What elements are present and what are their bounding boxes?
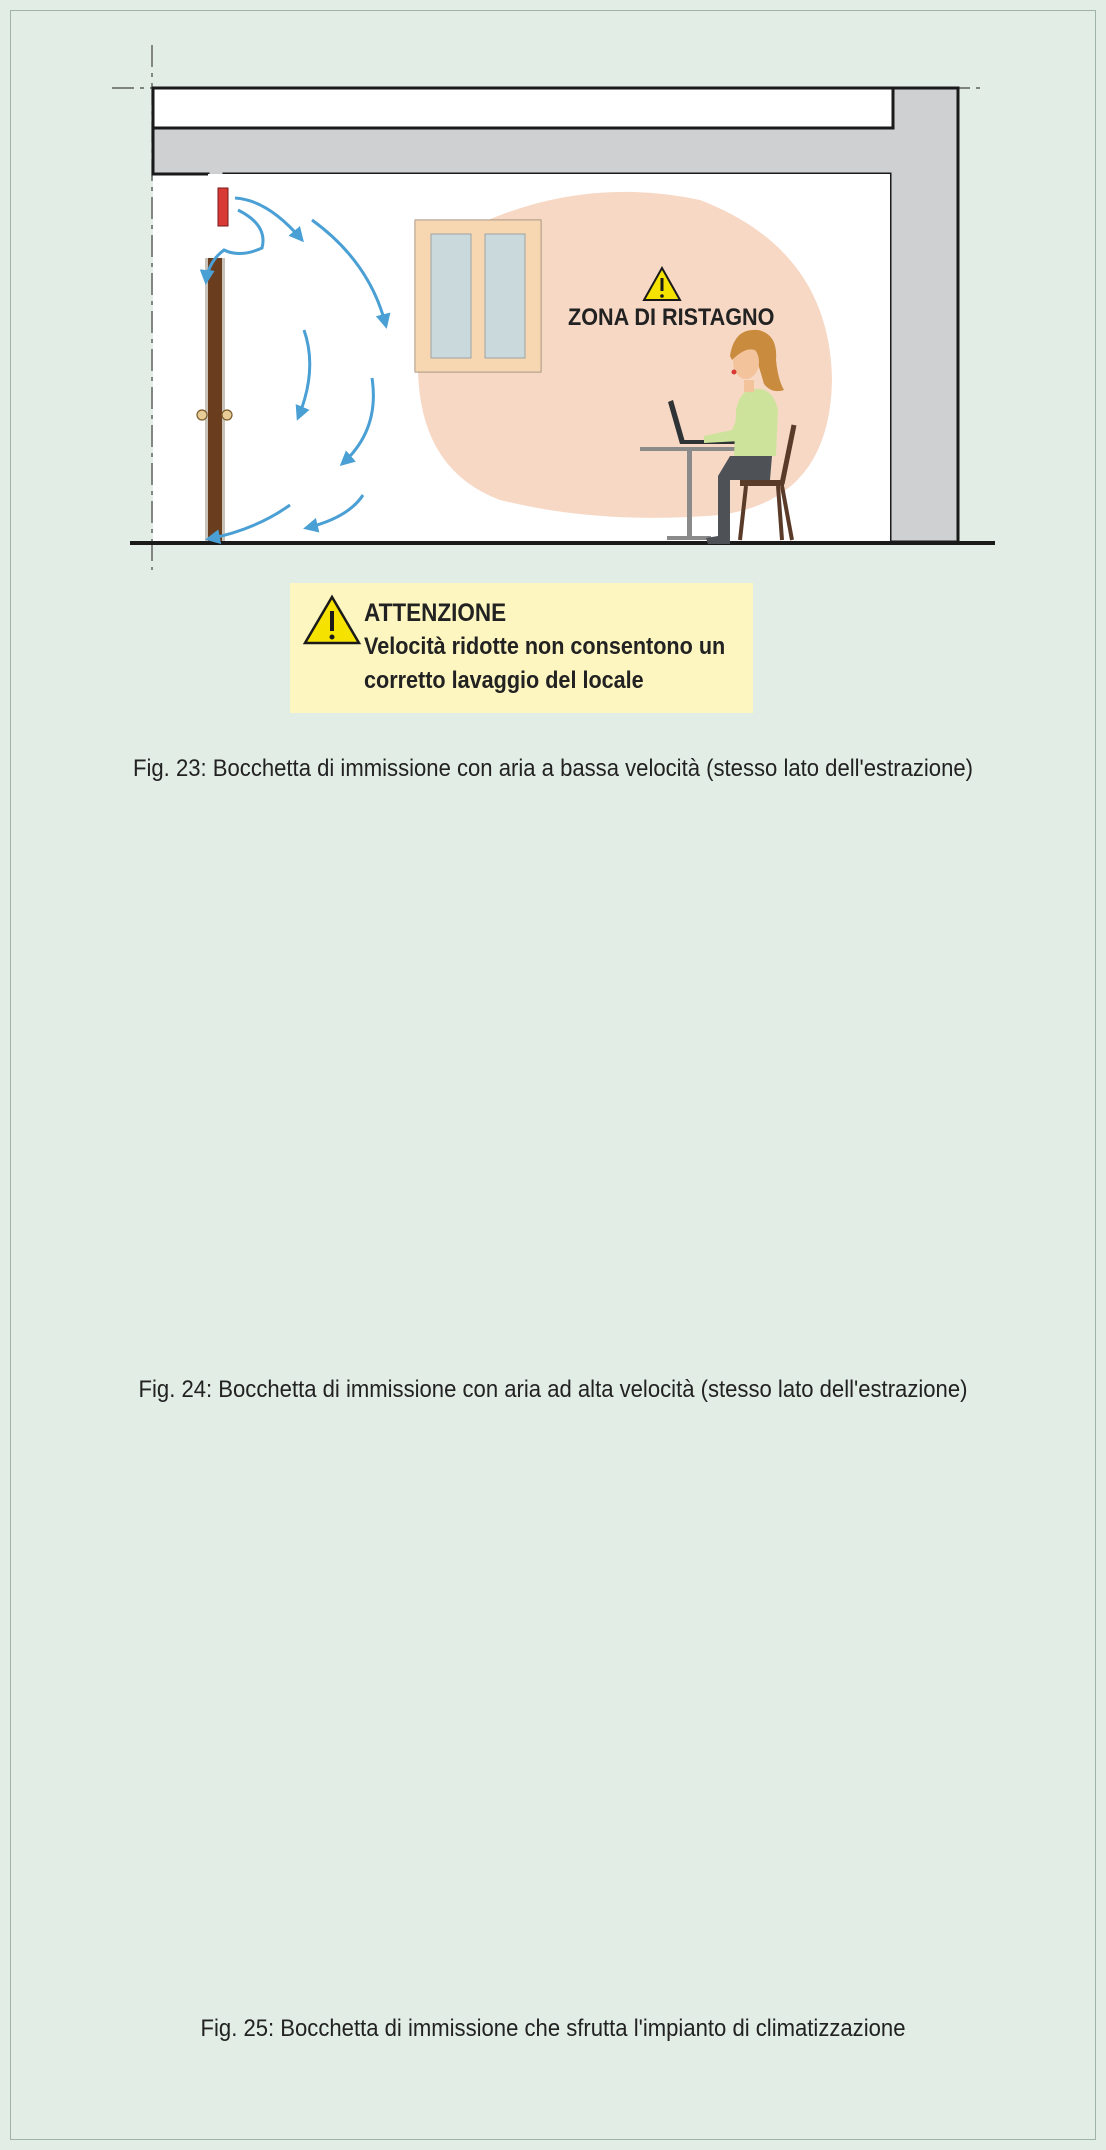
fig23-diagram bbox=[112, 45, 995, 570]
door-handle-icon bbox=[196, 409, 208, 421]
warning-text-line2: corretto lavaggio del locale bbox=[364, 667, 644, 694]
fig24-caption: Fig. 24: Bocchetta di immissione con ari… bbox=[138, 1376, 968, 1403]
warning-box: ATTENZIONE Velocità ridotte non consento… bbox=[290, 583, 753, 713]
fig25-caption: Fig. 25: Bocchetta di immissione che sfr… bbox=[200, 2015, 906, 2042]
airflow-arrows bbox=[199, 196, 391, 545]
air-inlet bbox=[217, 187, 229, 227]
stagnation-zone-label: ZONA DI RISTAGNO bbox=[568, 304, 775, 331]
warning-title: ATTENZIONE bbox=[364, 599, 507, 627]
warning-text-line1: Velocità ridotte non consentono un bbox=[364, 633, 726, 660]
warning-icon bbox=[302, 594, 362, 645]
warning-icon bbox=[642, 265, 682, 301]
fig23-caption: Fig. 23: Bocchetta di immissione con ari… bbox=[133, 755, 973, 782]
